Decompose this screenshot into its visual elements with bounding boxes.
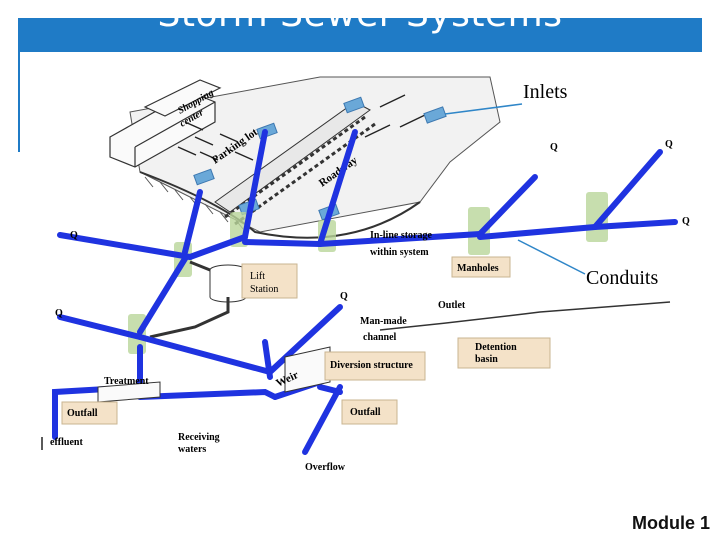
svg-text:Q: Q [665, 139, 673, 150]
outfall-right-label: Outfall [350, 407, 381, 418]
outlet-label: Outlet [438, 300, 466, 311]
svg-text:Q: Q [340, 291, 348, 302]
lift-station-label-1: Lift [250, 271, 265, 282]
flow-q-labels: Q Q Q Q Q Q [55, 139, 690, 319]
inlets-callout-line [444, 103, 523, 115]
receiving-waters-label-1: Receiving [178, 432, 220, 443]
title-bar [18, 18, 702, 52]
lift-station-label-2: Station [250, 284, 278, 295]
treatment-plant [97, 381, 161, 403]
lift-station-label-box [241, 263, 298, 299]
conduits-callout: Conduits [586, 267, 658, 289]
manholes-label-box [451, 256, 511, 278]
conduits-callout-line [517, 239, 586, 275]
shopping-center-building [109, 79, 222, 168]
title-bar-edge [18, 52, 20, 152]
receiving-waters-label-2: waters [178, 444, 206, 455]
detention-basin-label-2: basin [475, 354, 498, 365]
detention-basin-label-box [457, 337, 551, 369]
effluent-label: effluent [50, 437, 83, 448]
svg-text:Q: Q [682, 216, 690, 227]
diversion-structure [284, 346, 331, 393]
svg-text:Q: Q [70, 230, 78, 241]
manholes [128, 192, 608, 354]
man-made-channel [379, 301, 671, 331]
outfall-left-label: Outfall [67, 408, 98, 419]
page-title: Storm Sewer Systems [157, 0, 563, 35]
diversion-structure-label-box [324, 351, 426, 381]
manholes-label: Manholes [457, 263, 499, 274]
inlets-callout: Inlets [523, 81, 568, 103]
conduits [52, 129, 678, 455]
detention-basin-label-1: Detention [475, 342, 517, 353]
treatment-label: Treatment [104, 376, 149, 387]
diversion-structure-label: Diversion structure [330, 360, 413, 371]
man-made-channel-label-2: channel [363, 332, 397, 343]
surface-flow-arrows [177, 94, 426, 161]
inline-storage-label-2: within system [370, 247, 429, 258]
man-made-channel-label-1: Man-made [360, 316, 407, 327]
terrain-surface [129, 76, 501, 233]
outfall-left-label-box [61, 401, 118, 425]
terrain-hatch [144, 176, 244, 230]
overflow-label: Overflow [305, 462, 346, 473]
terrain-edge [139, 171, 421, 239]
inline-storage-label-1: In-line storage [370, 230, 433, 241]
storm-sewer-diagram: Shopping center Parking lot Roadway Inle… [41, 76, 690, 473]
module-footer: Module 1 [631, 513, 710, 533]
svg-text:Q: Q [550, 142, 558, 153]
svg-text:Q: Q [55, 308, 63, 319]
outfall-right-label-box [341, 399, 398, 425]
lift-station-tank [149, 260, 247, 339]
